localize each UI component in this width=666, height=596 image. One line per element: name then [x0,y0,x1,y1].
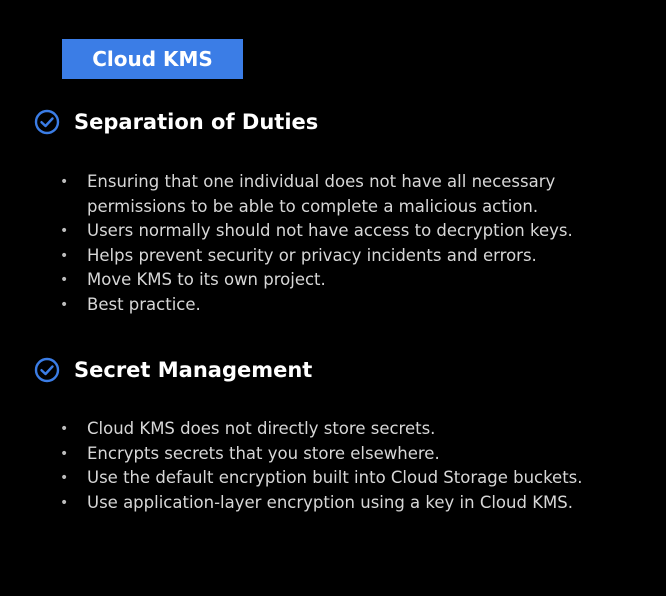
bullet-dot-icon: • [60,470,69,487]
list-item: •Ensuring that one individual does not h… [60,172,556,216]
section-header: Separation of Duties [34,107,318,137]
section-title: Secret Management [74,358,313,382]
section-secret-management: Secret Management [34,355,312,385]
cloud-kms-badge: Cloud KMS [62,39,243,79]
check-circle-icon [34,357,60,383]
section-header: Secret Management [34,355,312,385]
bullet-dot-icon: • [60,247,69,264]
list-item: •Users normally should not have access t… [60,219,607,244]
list-item: •Encrypts secrets that you store elsewhe… [60,442,607,467]
bullet-dot-icon: • [60,421,69,437]
bullet-list-secret-management: •Cloud KMS does not directly store secre… [60,417,607,515]
bullet-dot-icon: • [60,174,69,190]
check-circle-icon [34,109,60,135]
list-item: •Best practice. [60,293,607,318]
list-item: •Use the default encryption built into C… [60,466,607,491]
bullet-dot-icon: • [60,494,69,511]
section-separation-of-duties: Separation of Duties [34,107,318,137]
list-item: •Move KMS to its own project. [60,268,607,293]
list-item: •Cloud KMS does not directly store secre… [60,417,607,442]
bullet-list-separation-of-duties: •Ensuring that one individual does not h… [60,170,607,318]
list-item: •Use application-layer encryption using … [60,491,607,516]
bullet-dot-icon: • [60,296,69,313]
bullet-dot-icon: • [60,272,69,289]
bullet-dot-icon: • [60,223,69,240]
badge-label: Cloud KMS [92,47,213,71]
section-title: Separation of Duties [74,110,319,134]
list-item: •Helps prevent security or privacy incid… [60,244,607,269]
bullet-dot-icon: • [60,445,69,462]
